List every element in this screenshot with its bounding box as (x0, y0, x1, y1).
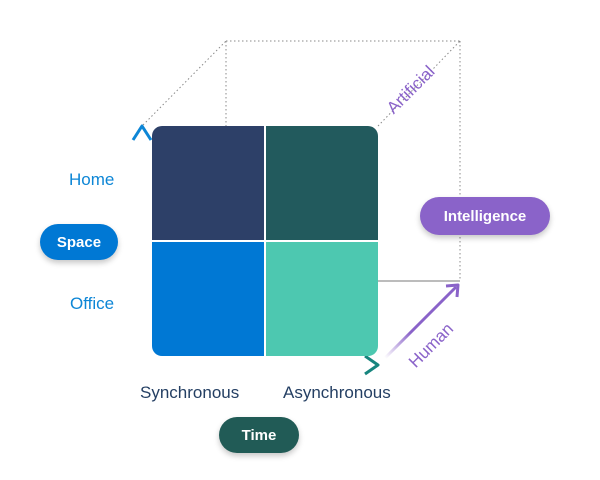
quadrant-office-synchronous (152, 242, 264, 356)
cube-outline (142, 40, 461, 280)
space-pill: Space (40, 224, 118, 260)
quadrant-office-asynchronous (266, 242, 378, 356)
cube-edge-top-left (142, 40, 227, 126)
quadrant-home-asynchronous (266, 126, 378, 240)
time-label-synchronous: Synchronous (140, 383, 240, 402)
intelligence-pill: Intelligence (420, 197, 550, 235)
space-label-home: Home (69, 170, 115, 189)
space-axis-arrow (131, 124, 153, 350)
time-axis-arrow (150, 354, 380, 376)
space-label-office: Office (70, 294, 115, 313)
time-label-asynchronous: Asynchronous (283, 383, 391, 402)
quadrant-home-synchronous (152, 126, 264, 240)
intelligence-axis-arrow (383, 283, 460, 360)
time-pill: Time (219, 417, 299, 453)
